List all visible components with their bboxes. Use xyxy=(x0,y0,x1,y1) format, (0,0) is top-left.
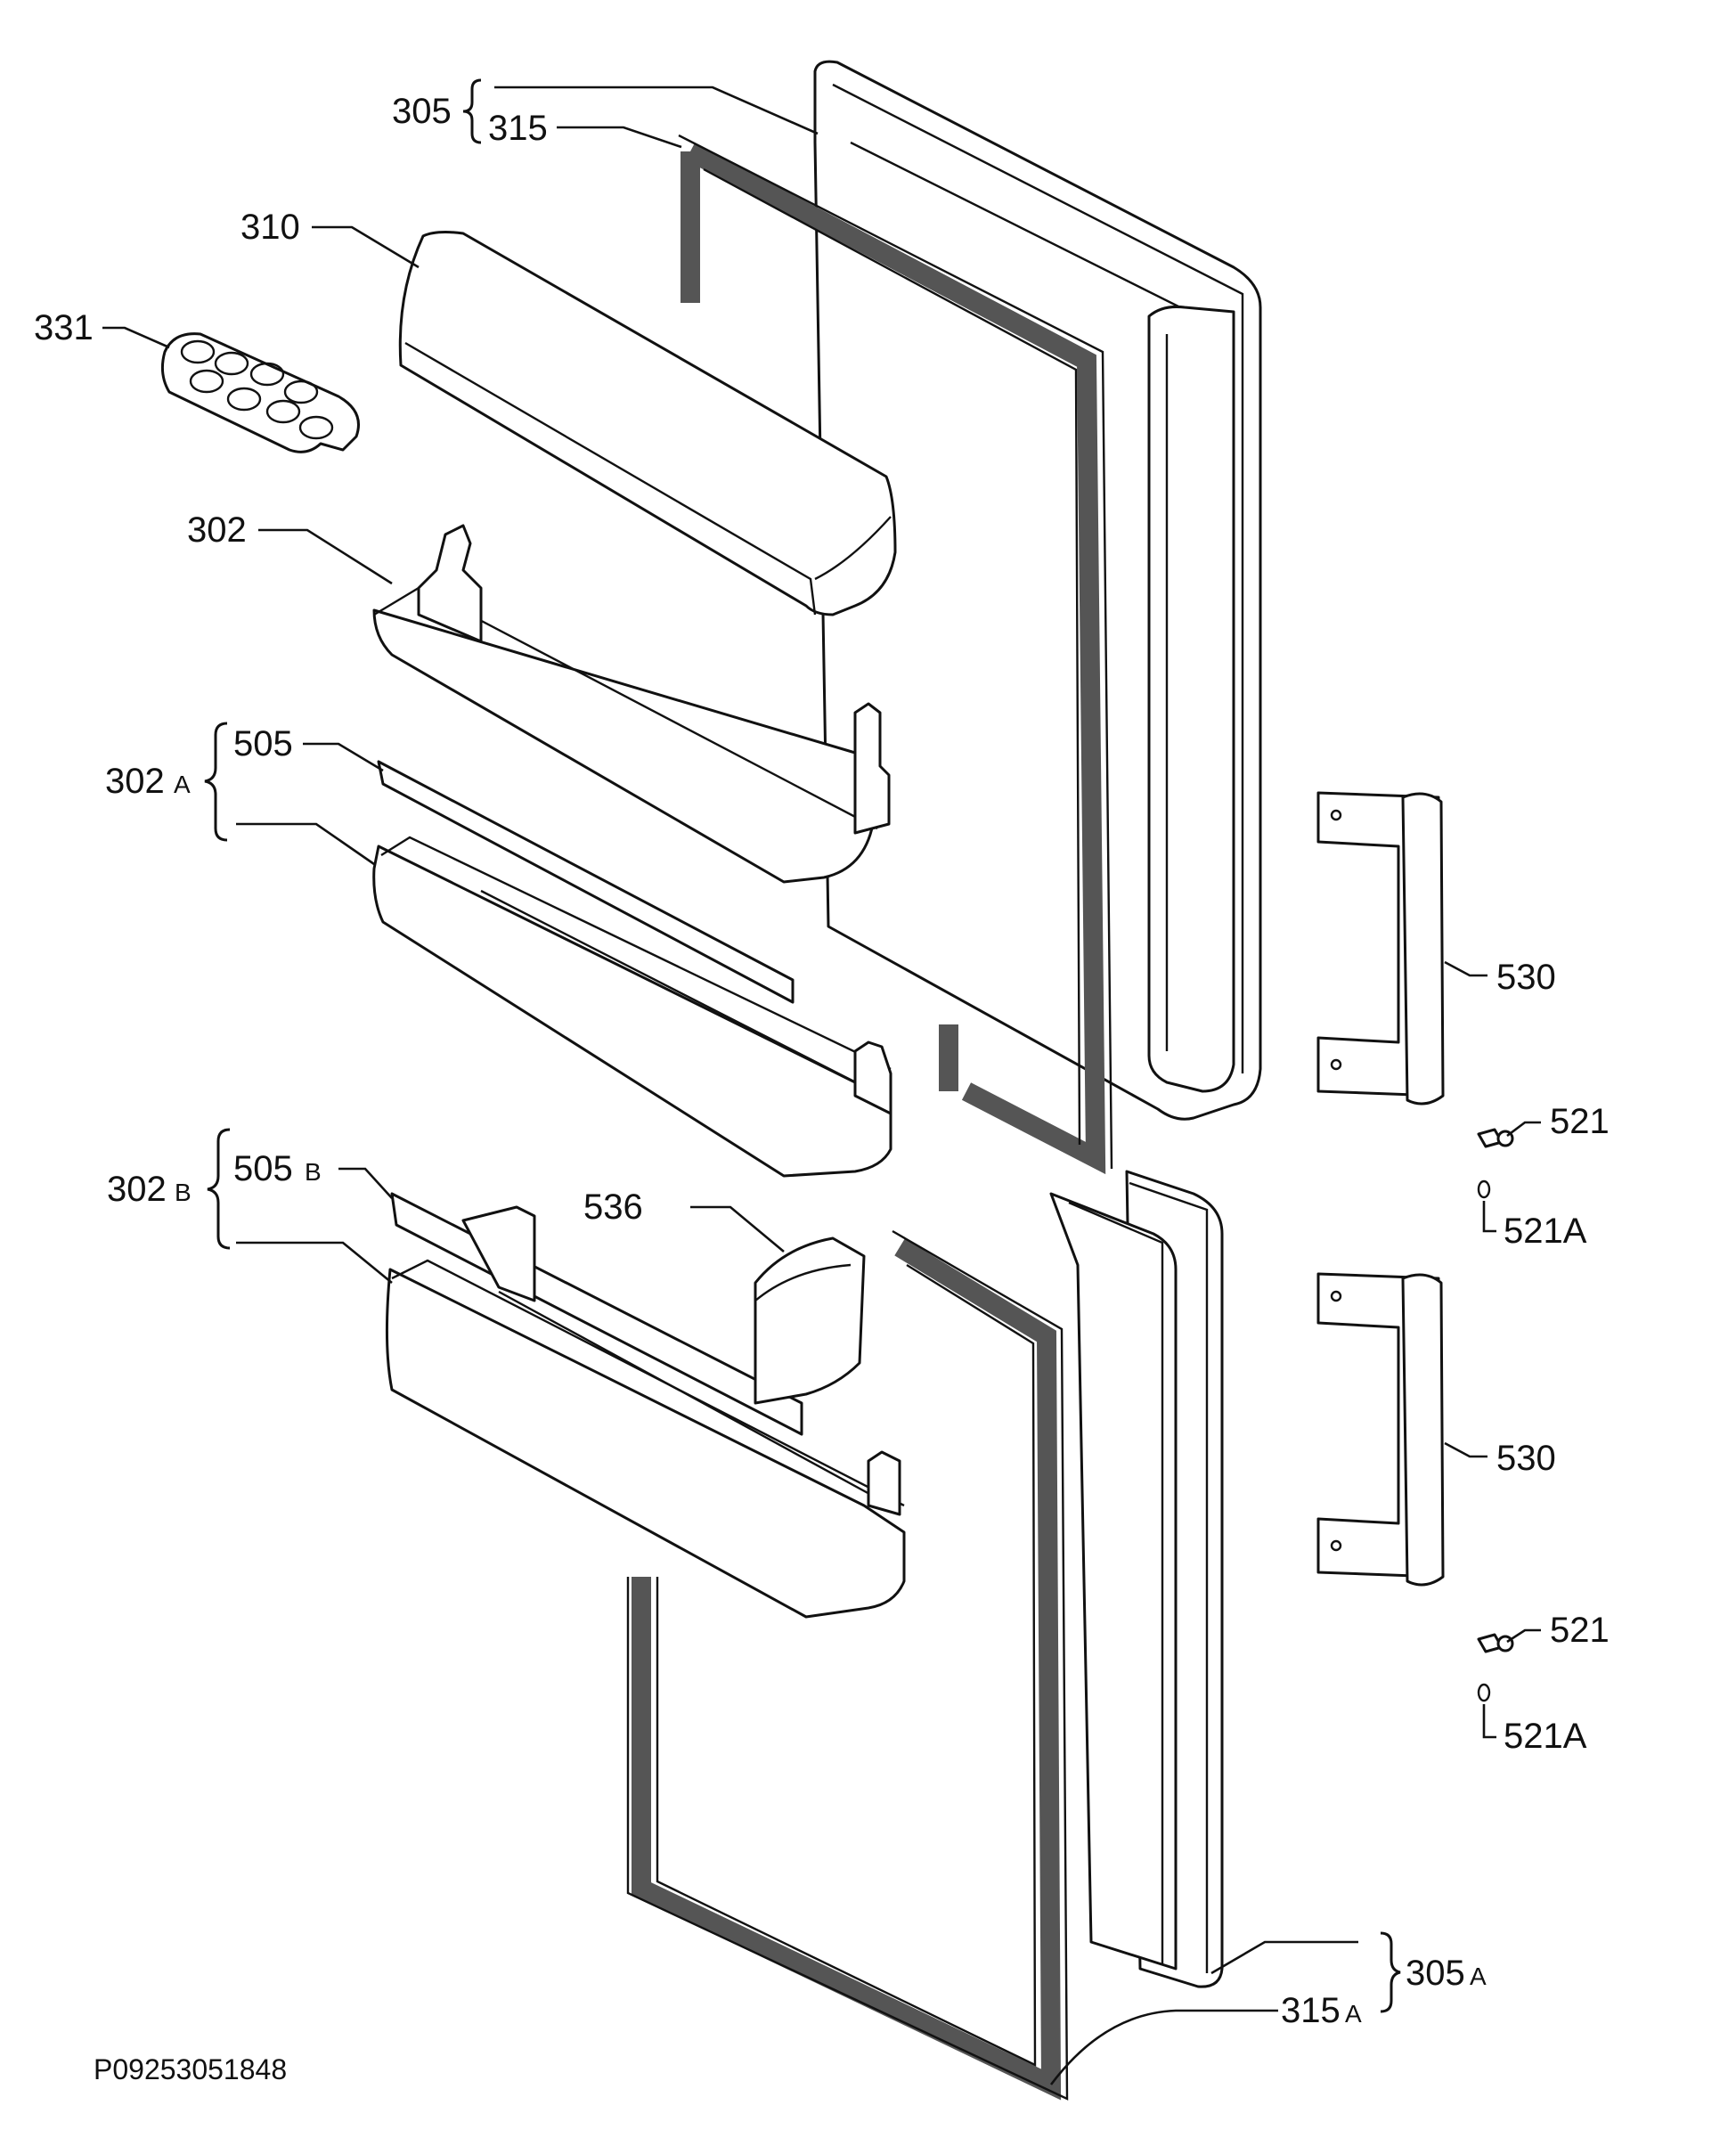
label-302a: 302 xyxy=(105,762,165,801)
washer-lower-521a xyxy=(1477,1683,1491,1702)
screw-lower-521 xyxy=(1477,1633,1514,1653)
handle-lower-530 xyxy=(1316,1272,1445,1587)
label-305a: 305 xyxy=(1406,1954,1465,1993)
bottle-divider-536 xyxy=(754,1236,866,1405)
label-302a-suffix: A xyxy=(174,771,191,798)
door-shelf-302 xyxy=(372,524,891,884)
label-530-upper: 530 xyxy=(1496,958,1556,997)
label-302b: 302 xyxy=(107,1170,167,1209)
label-521-upper: 521 xyxy=(1550,1102,1610,1141)
label-331: 331 xyxy=(34,308,94,347)
label-521a-lower: 521A xyxy=(1504,1717,1587,1756)
door-shelf-302a xyxy=(372,836,892,1178)
label-305: 305 xyxy=(392,92,452,131)
label-530-lower: 530 xyxy=(1496,1439,1556,1478)
label-305a-suffix: A xyxy=(1470,1963,1487,1990)
brace-305a xyxy=(1380,1931,1401,2013)
shelf-retainer-505 xyxy=(377,760,795,1004)
label-302b-suffix: B xyxy=(175,1179,192,1206)
label-315a: 315 xyxy=(1281,1991,1341,2030)
label-310: 310 xyxy=(240,208,300,247)
part-labels: 305 315 310 331 302 302 A 505 302 B 505 … xyxy=(34,92,1610,2085)
upper-door-gasket xyxy=(678,134,1113,1175)
brace-302a xyxy=(204,722,228,842)
door-shelf-302b xyxy=(385,1205,906,1619)
brace-302b xyxy=(207,1128,231,1250)
label-521-lower: 521 xyxy=(1550,1611,1610,1650)
label-302: 302 xyxy=(187,510,247,550)
label-505b: 505 xyxy=(233,1149,293,1188)
label-505b-suffix: B xyxy=(305,1158,322,1186)
screw-upper-521 xyxy=(1477,1128,1514,1148)
label-315: 315 xyxy=(488,109,548,148)
label-505: 505 xyxy=(233,724,293,763)
label-315a-suffix: A xyxy=(1345,2000,1362,2028)
label-536: 536 xyxy=(583,1187,643,1227)
brace-305 xyxy=(462,78,482,144)
washer-upper-521a xyxy=(1477,1179,1491,1199)
upper-door-inner-liner xyxy=(1147,306,1235,1093)
egg-tray xyxy=(160,332,360,453)
handle-upper-530 xyxy=(1316,791,1445,1106)
drawing-code: P09253051848 xyxy=(94,2053,287,2085)
lower-door-inner-liner xyxy=(1049,1192,1178,1971)
label-521a-upper: 521A xyxy=(1504,1212,1587,1251)
leader-lines xyxy=(102,86,1541,2085)
dairy-compartment-cover xyxy=(398,231,897,616)
